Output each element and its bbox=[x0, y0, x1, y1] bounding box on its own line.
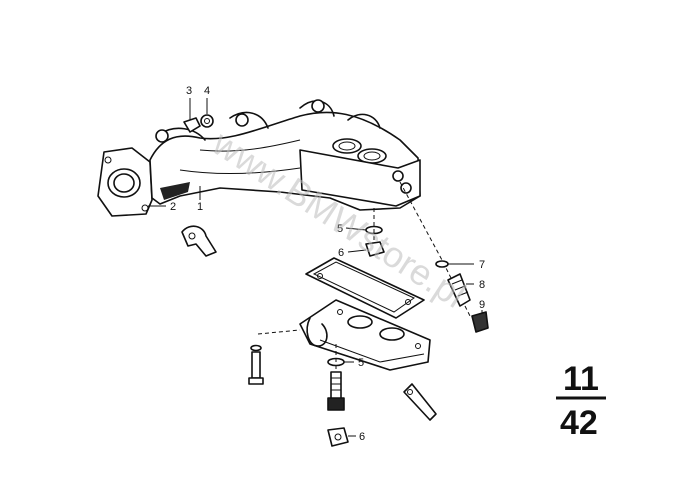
callout-8: 8 bbox=[479, 279, 485, 291]
callout-6-upper: 6 bbox=[338, 247, 344, 259]
clip-bracket bbox=[181, 225, 217, 257]
callout-2: 2 bbox=[170, 201, 176, 213]
intermediate-flange bbox=[299, 299, 431, 371]
exhaust-manifold bbox=[97, 99, 421, 217]
group-number: 11 bbox=[563, 360, 599, 398]
support-bracket bbox=[403, 383, 437, 421]
bolt-lower-left bbox=[248, 344, 264, 385]
page-number: 42 bbox=[560, 404, 598, 442]
leader-lines bbox=[148, 98, 483, 437]
gasket-plate bbox=[305, 257, 425, 319]
washer-part-4 bbox=[200, 114, 214, 128]
callout-4: 4 bbox=[204, 85, 210, 97]
callout-5-lower: 5 bbox=[358, 357, 364, 369]
stud-lower bbox=[327, 371, 345, 411]
page-reference: 11 42 bbox=[556, 360, 606, 442]
callout-5-upper: 5 bbox=[337, 223, 343, 235]
nut-part-6-lower bbox=[327, 427, 349, 447]
callout-3: 3 bbox=[186, 85, 192, 97]
callout-9: 9 bbox=[479, 299, 485, 311]
sensor-part-8 bbox=[447, 273, 471, 307]
callout-7: 7 bbox=[479, 259, 485, 271]
assembly-line-bolt bbox=[257, 329, 301, 335]
assembly-line-sensor bbox=[399, 181, 471, 317]
cap-part-9 bbox=[471, 311, 489, 333]
callout-6-lower: 6 bbox=[359, 431, 365, 443]
nut-part-6-upper bbox=[365, 241, 385, 257]
nut-part-3 bbox=[183, 117, 201, 133]
callout-1: 1 bbox=[197, 201, 203, 213]
